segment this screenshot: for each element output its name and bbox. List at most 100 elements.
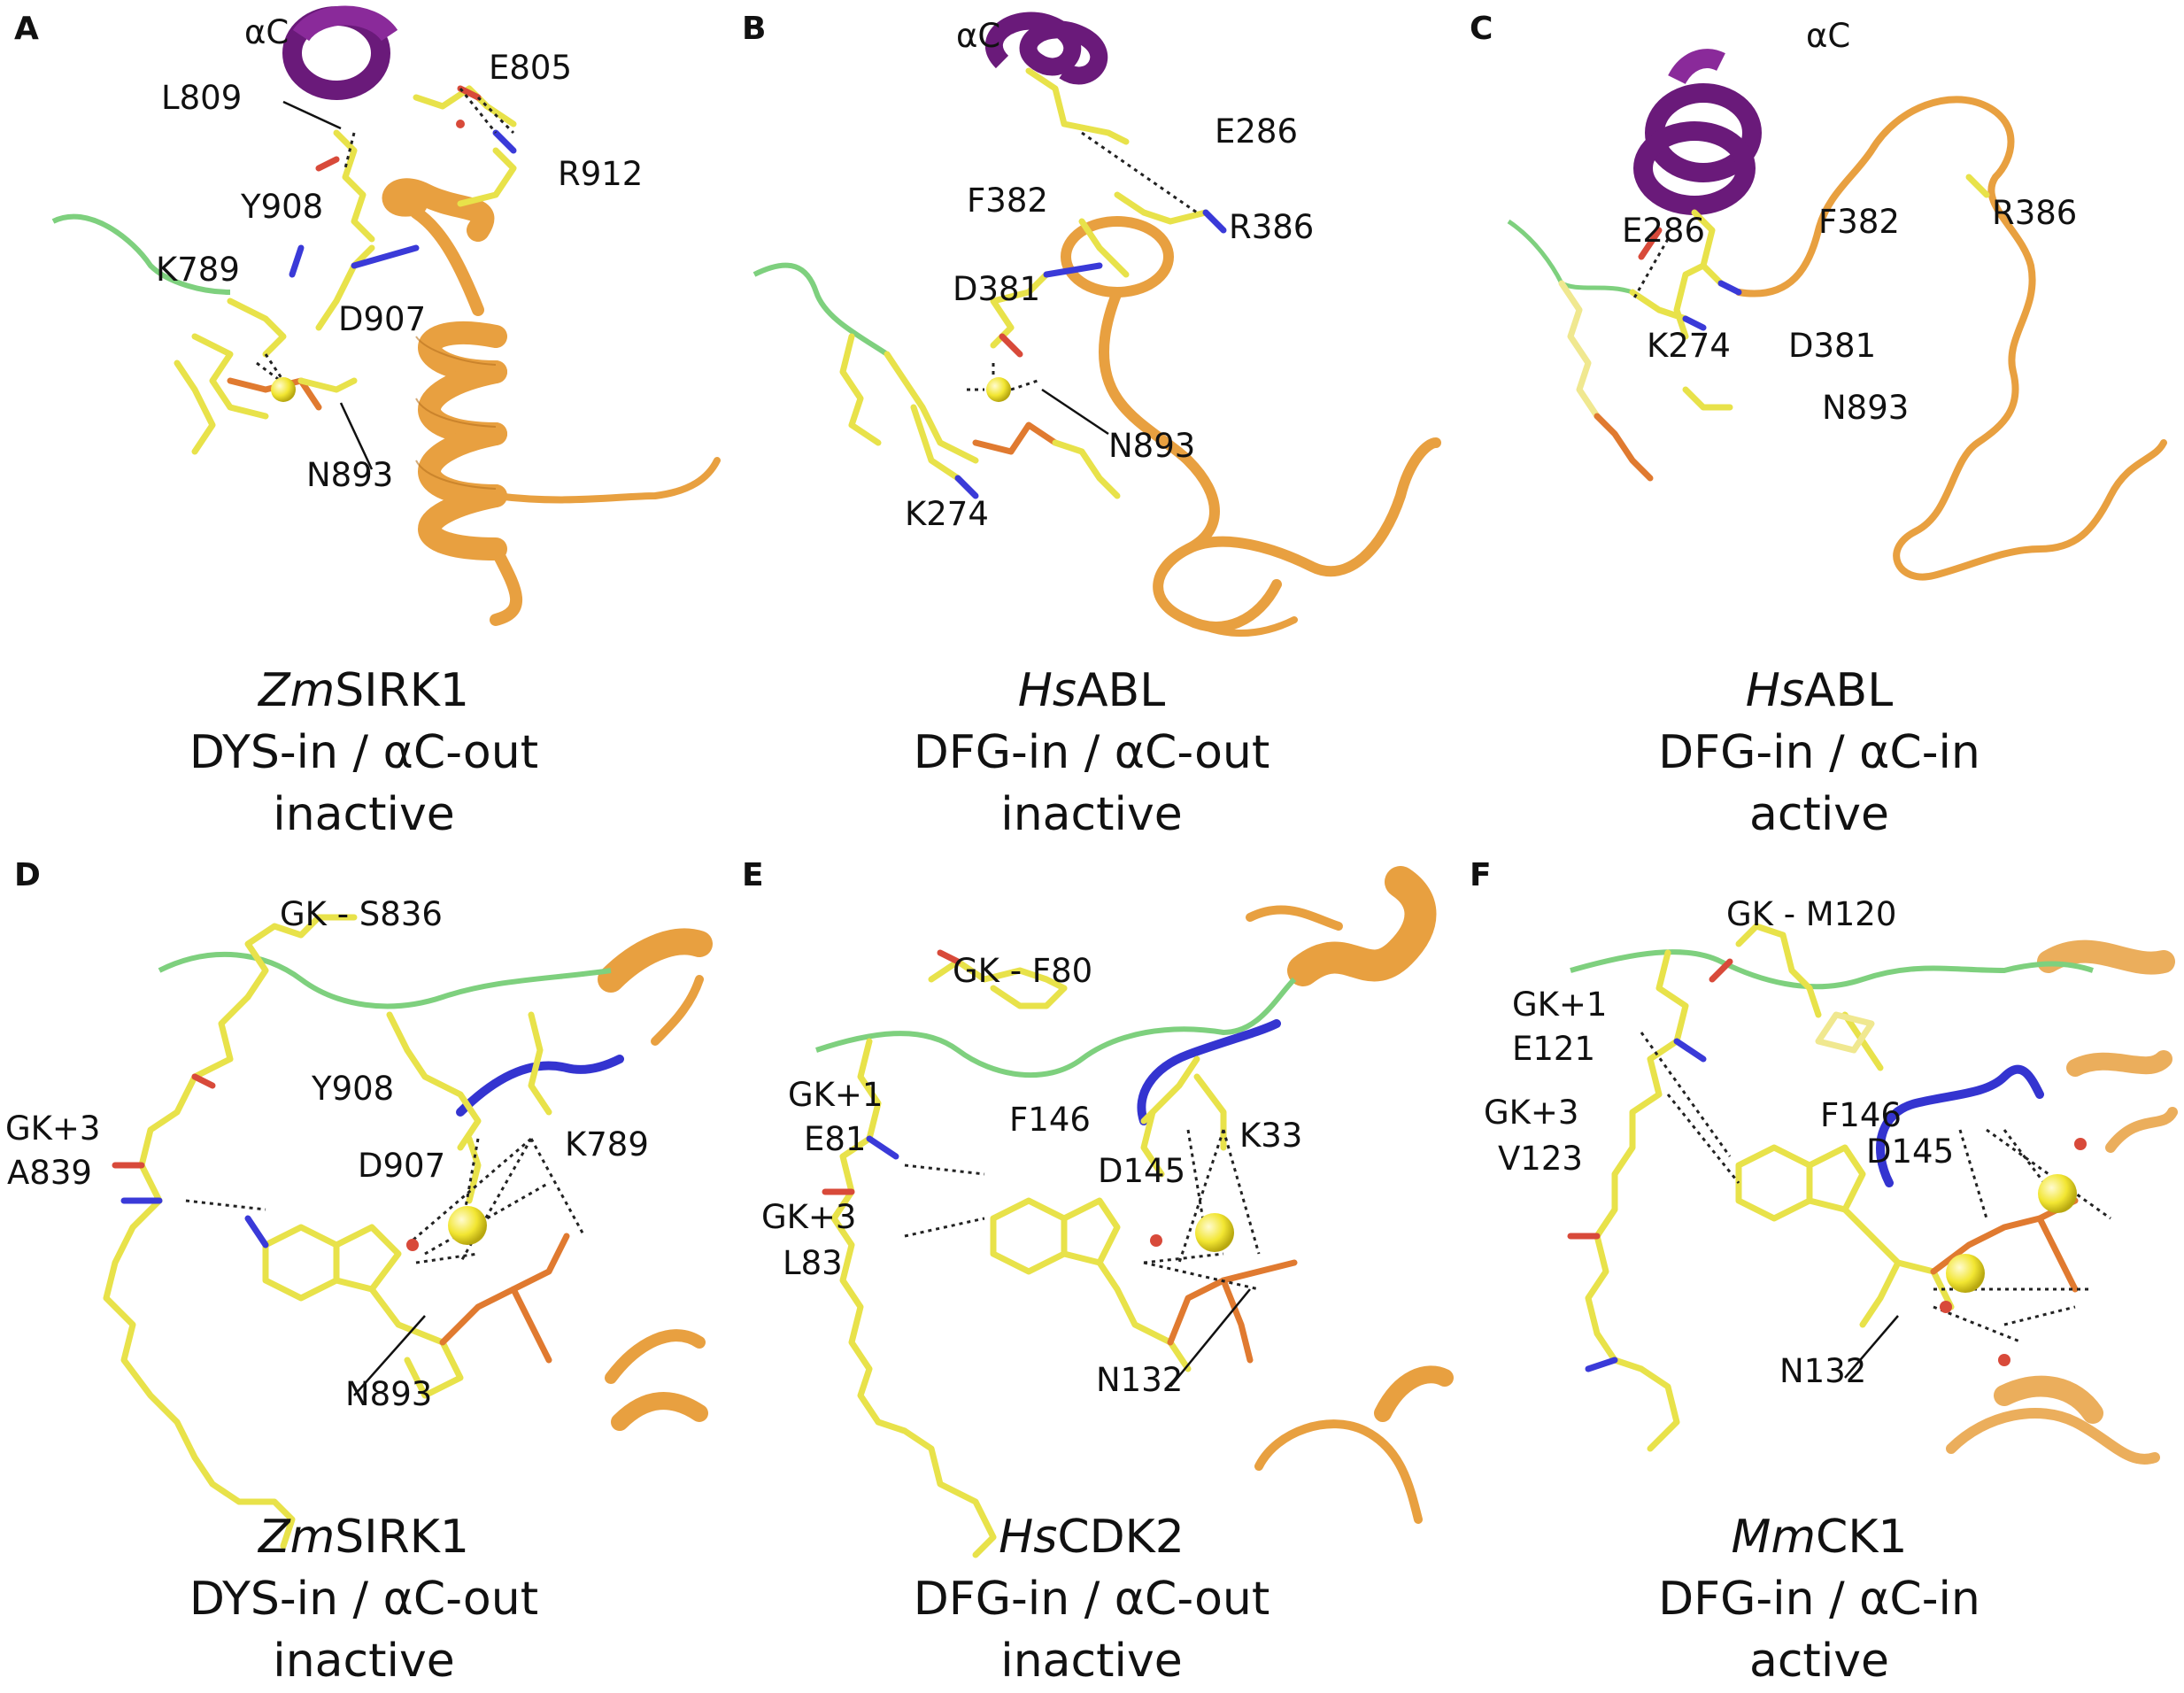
label-e121: E121 [1512, 1030, 1595, 1068]
panel-a: A αC L809 E805 R912 Y908 K789 D907 N893 … [0, 0, 728, 846]
panel-letter-f: F [1470, 857, 1492, 893]
label-l809: L809 [161, 79, 243, 117]
panel-e: E GK - F80 GK+1 E81 GK+3 L83 F146 D145 K… [728, 846, 1455, 1693]
label-n893-d: N893 [345, 1375, 433, 1413]
label-y908-d: Y908 [312, 1070, 395, 1108]
activation-loop-e [1137, 1019, 1281, 1125]
metal-ion-f2 [1946, 1254, 1985, 1293]
label-k274-b: K274 [905, 495, 989, 533]
sticks-f [1567, 923, 2079, 1452]
caption-protein-f: MmCK1 [1731, 1511, 1908, 1564]
label-f146-f: F146 [1820, 1096, 1902, 1134]
caption-protein-e: HsCDK2 [999, 1511, 1185, 1564]
label-n893-a: N893 [306, 456, 394, 494]
hinge-strand-d [158, 951, 612, 1009]
label-gk3-d: GK+3 [5, 1109, 101, 1148]
caption-activity-f: active [1748, 1635, 1890, 1688]
caption-a: ZmSIRK1 DYS-in / αC-out inactive [0, 660, 728, 846]
label-ac-b: αC [956, 17, 1001, 55]
caption-activity-b: inactive [1000, 788, 1183, 841]
hinge-strand-f [1570, 949, 2094, 990]
label-d145-f: D145 [1866, 1133, 1955, 1171]
panel-letter-c: C [1470, 11, 1493, 47]
caption-state-b: DFG-in / αC-out [913, 726, 1270, 779]
caption-state-c: DFG-in / αC-in [1658, 726, 1980, 779]
label-r386-c: R386 [1992, 194, 2078, 232]
metal-ion-a [271, 377, 296, 402]
orange-helix-a [382, 178, 721, 626]
sticks-b [839, 67, 1227, 499]
panel-c: C αC E286 F382 R386 K274 D381 N893 HsABL… [1455, 0, 2183, 846]
label-d907: D907 [338, 300, 427, 338]
label-f382-c: F382 [1818, 203, 1900, 241]
label-k33: K33 [1239, 1117, 1303, 1155]
metal-ion-d [448, 1206, 487, 1245]
label-f382-b: F382 [967, 182, 1048, 220]
metal-ion-e [1195, 1213, 1234, 1252]
label-gk3-f: GK+3 [1484, 1094, 1579, 1132]
structure-image-f [1567, 923, 2178, 1465]
label-gk-s836: GK - S836 [280, 895, 443, 933]
label-k789-d: K789 [565, 1125, 649, 1163]
panel-b: B αC E286 F382 R386 D381 N893 K274 HsABL… [728, 0, 1455, 846]
structure-image-a [51, 5, 721, 626]
label-v123: V123 [1498, 1140, 1583, 1178]
label-gk-f80: GK - F80 [953, 952, 1093, 990]
metal-ion-f1 [2038, 1174, 2077, 1213]
ac-helix-c [1633, 49, 1762, 215]
caption-c: HsABL DFG-in / αC-in active [1455, 660, 2183, 846]
label-e286-b: E286 [1215, 112, 1298, 151]
caption-activity-d: inactive [273, 1635, 455, 1688]
label-a839: A839 [7, 1154, 92, 1192]
caption-protein-b: HsABL [1017, 664, 1166, 717]
orange-cartoon-f [1946, 939, 2178, 1465]
sticks-c [1558, 174, 1990, 482]
panel-letter-a: A [14, 11, 39, 47]
caption-e: HsCDK2 DFG-in / αC-out inactive [728, 1506, 1455, 1692]
label-d381-c: D381 [1788, 327, 1877, 365]
panel-f: F GK - M120 GK+1 E121 GK+3 V123 F146 D14… [1455, 846, 2183, 1693]
activation-loop-f [1876, 1064, 2044, 1187]
structure-image-b [752, 12, 1441, 637]
label-gk1-e: GK+1 [788, 1076, 884, 1114]
panel-d: D GK - S836 GK+3 A839 Y908 K789 D907 N89… [0, 846, 728, 1693]
hinge-strand-e [815, 977, 1297, 1078]
label-y908: Y908 [241, 188, 324, 226]
panel-letter-e: E [742, 857, 764, 893]
sticks-d [103, 914, 570, 1550]
label-f146-e: F146 [1009, 1101, 1091, 1139]
label-e805: E805 [489, 49, 572, 87]
hinge-strand-b [752, 262, 889, 357]
label-ac-a: αC [244, 13, 289, 51]
caption-state-f: DFG-in / αC-in [1658, 1573, 1980, 1626]
metal-ion-b [986, 377, 1011, 402]
orange-loop-c [1735, 96, 2167, 581]
label-e81: E81 [804, 1120, 867, 1158]
caption-activity-e: inactive [1000, 1635, 1183, 1688]
label-ac-c: αC [1806, 17, 1851, 55]
label-k274-c: K274 [1647, 327, 1731, 365]
panel-letter-d: D [14, 857, 41, 893]
caption-state-e: DFG-in / αC-out [913, 1573, 1270, 1626]
orange-cartoon-e [1246, 866, 1454, 1524]
label-k789: K789 [156, 251, 240, 289]
caption-b: HsABL DFG-in / αC-out inactive [728, 660, 1455, 846]
hinge-strand-c [1507, 219, 1633, 295]
panel-letter-b: B [742, 11, 767, 47]
orange-loop-b [1061, 216, 1441, 637]
label-l83: L83 [783, 1244, 843, 1282]
label-r912: R912 [558, 155, 644, 193]
label-n893-c: N893 [1822, 389, 1910, 427]
label-d145-e: D145 [1098, 1152, 1186, 1190]
label-n893-b: N893 [1108, 427, 1196, 465]
structure-image-c [1507, 49, 2167, 581]
label-gk3-e: GK+3 [761, 1198, 857, 1236]
structure-image-d [103, 914, 713, 1550]
label-d381-b: D381 [953, 270, 1041, 308]
caption-state-d: DYS-in / αC-out [189, 1573, 539, 1626]
caption-activity-a: inactive [273, 788, 455, 841]
caption-activity-c: active [1748, 788, 1890, 841]
orange-cartoon-d [598, 928, 713, 1431]
label-e286-c: E286 [1622, 212, 1705, 250]
caption-protein-a: ZmSIRK1 [259, 664, 469, 717]
